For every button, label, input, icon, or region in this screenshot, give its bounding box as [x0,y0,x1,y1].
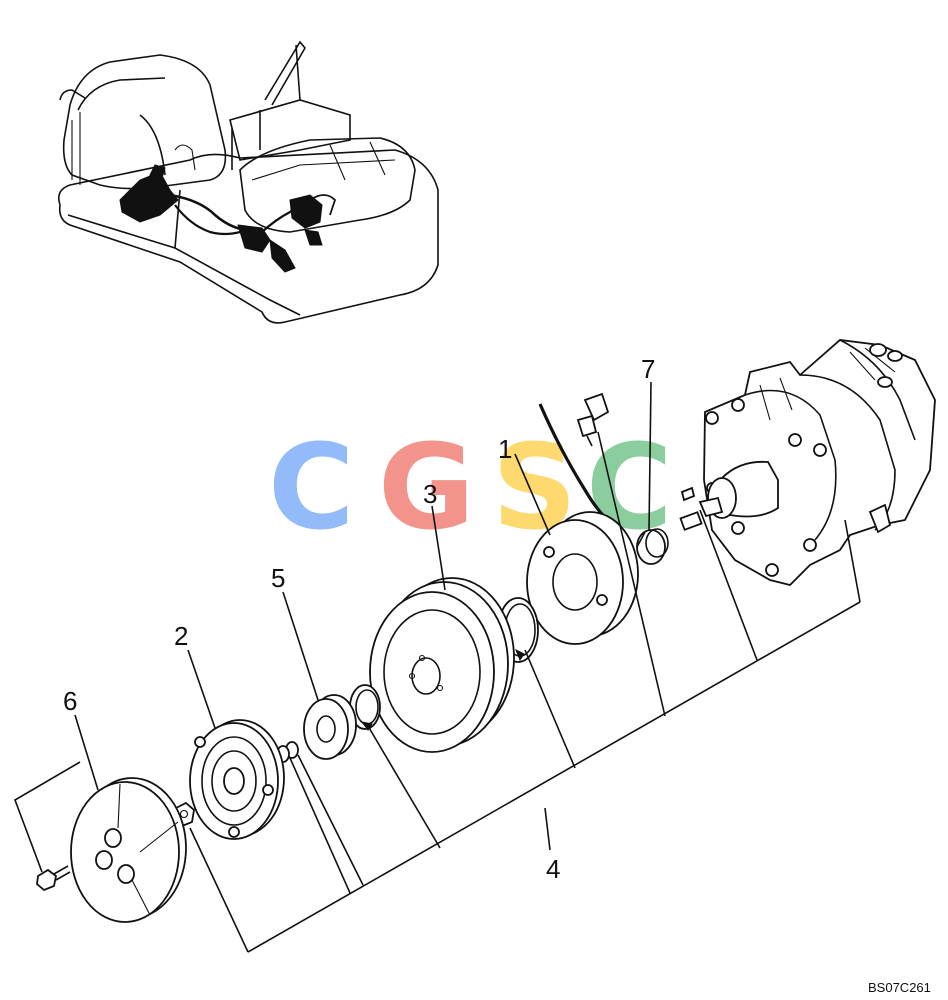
callout-7: 7 [641,354,655,384]
callout-2: 2 [174,621,188,651]
leader-lines [14,381,861,953]
part-1-field-coil [526,511,639,645]
callout-3: 3 [423,479,437,509]
watermark-letter: G [378,418,475,556]
watermark-letter: C [268,418,355,556]
callout-5: 5 [271,563,285,593]
part-3-pulley [369,577,515,753]
compressor-body [679,339,936,586]
callouts: 1 2 3 4 5 6 7 [63,354,655,884]
part-2-armature [189,719,285,840]
drawing-code: BS07C261 [868,980,931,995]
part-7-seal [636,528,669,565]
callout-1: 1 [498,434,512,464]
callout-6: 6 [63,686,77,716]
callout-4: 4 [546,854,560,884]
part-5-spacer [303,694,357,760]
machine-overview [57,40,439,324]
part-6-cover [36,777,187,923]
